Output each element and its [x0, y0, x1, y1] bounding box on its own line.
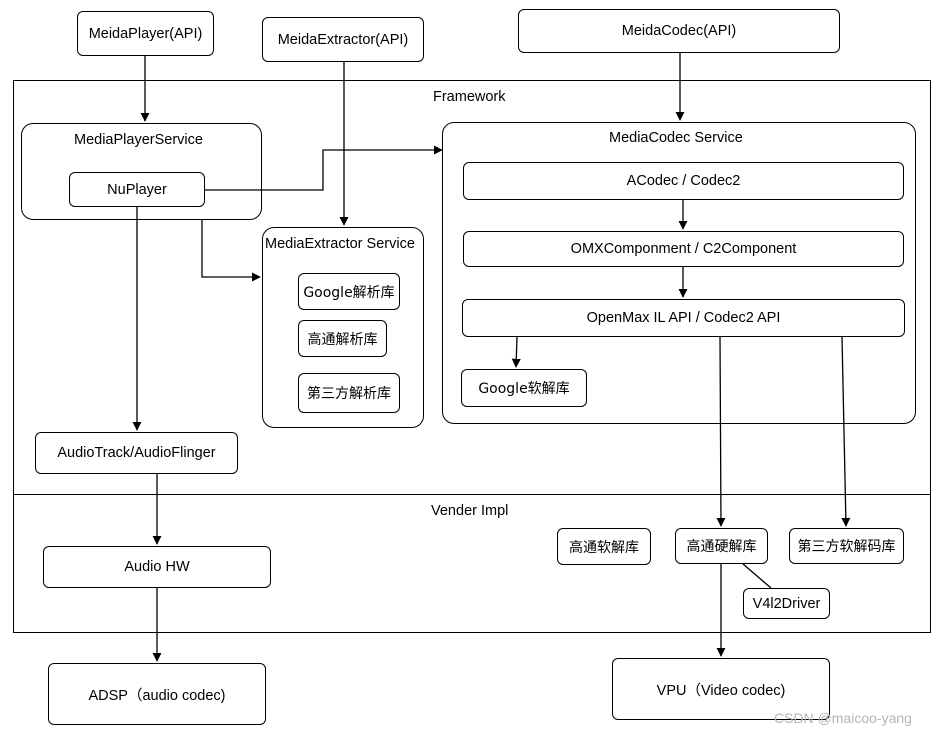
qualcomm-hw-decoder-box: 高通硬解库	[675, 528, 768, 564]
mediaextractor-service-label: MediaExtractor Service	[265, 236, 415, 252]
omx-component-box: OMXComponment / C2Component	[463, 231, 904, 267]
qualcomm-soft-decoder-box: 高通软解库	[557, 528, 651, 565]
google-soft-decoder-box: Google软解库	[461, 369, 587, 407]
vender-impl-label: Vender Impl	[431, 503, 509, 519]
adsp-box: ADSP（audio codec)	[48, 663, 266, 725]
vender-impl-region	[13, 494, 931, 633]
mediacodec-service-label: MediaCodec Service	[609, 130, 743, 146]
mediaplayer-api-box: MeidaPlayer(API)	[77, 11, 214, 56]
mediacodec-api-box: MeidaCodec(API)	[518, 9, 840, 53]
audiotrack-box: AudioTrack/AudioFlinger	[35, 432, 238, 474]
nuplayer-box: NuPlayer	[69, 172, 205, 207]
openmax-api-box: OpenMax IL API / Codec2 API	[462, 299, 905, 337]
thirdparty-parser-box: 第三方解析库	[298, 373, 400, 413]
thirdparty-soft-decoder-box: 第三方软解码库	[789, 528, 904, 564]
mediaextractor-api-box: MeidaExtractor(API)	[262, 17, 424, 62]
acodec-box: ACodec / Codec2	[463, 162, 904, 200]
qualcomm-parser-box: 高通解析库	[298, 320, 387, 357]
mediaplayer-service-label: MediaPlayerService	[74, 132, 203, 148]
framework-label: Framework	[433, 89, 506, 105]
google-parser-box: Google解析库	[298, 273, 400, 310]
v4l2driver-box: V4l2Driver	[743, 588, 830, 619]
csdn-watermark: CSDN @maicoo-yang	[774, 710, 912, 726]
vpu-box: VPU（Video codec)	[612, 658, 830, 720]
audio-hw-box: Audio HW	[43, 546, 271, 588]
